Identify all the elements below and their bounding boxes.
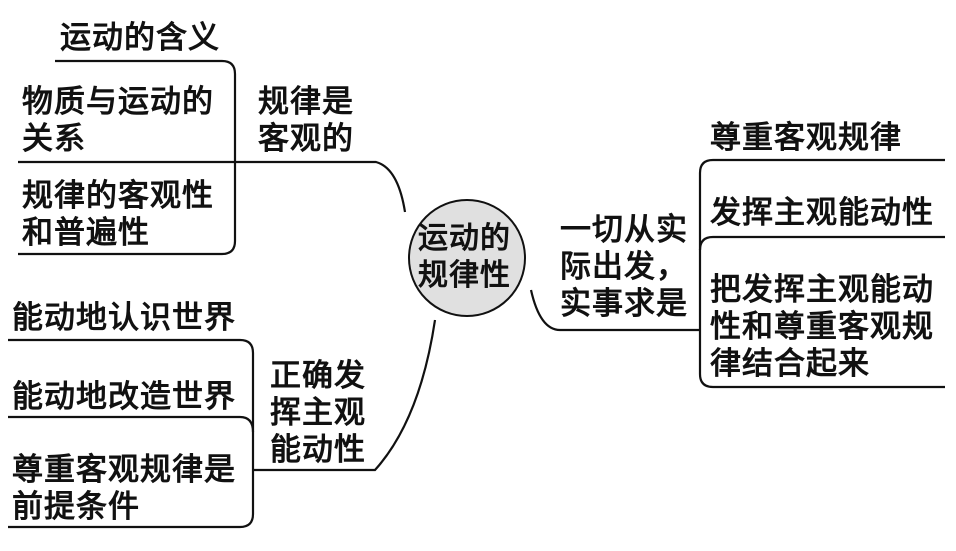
center-label: 运动的 规律性 [418,220,511,294]
item-line: 律结合起来 [710,346,870,382]
item-line: 性和尊重客观规 [710,309,934,345]
item-line: 把发挥主观能动 [710,272,934,308]
item-line: 发挥主观能动性 [710,195,934,231]
divider-initiative [8,415,255,433]
item-line: 前提条件 [12,489,140,525]
label-line: 客观的 [258,121,354,157]
label-line: 挥主观 [270,395,366,431]
item-line: 运动的含义 [60,20,220,56]
item-matter-motion: 物质与运动的 关系 [22,84,214,158]
divider-practice [698,235,945,251]
item-combine: 把发挥主观能动 性和尊重客观规 律结合起来 [710,272,934,383]
center-line: 规律性 [418,258,511,293]
label-line: 实事求是 [560,286,688,322]
item-respect-premise: 尊重客观规律是 前提条件 [12,452,236,526]
label-line: 际出发， [560,249,688,285]
bracket-initiative [8,338,255,529]
label-line: 能动性 [270,432,366,468]
label-line: 一切从实 [560,212,688,248]
item-line: 物质与运动的 [22,84,214,120]
item-respect-laws: 尊重客观规律 [710,120,902,157]
label-line: 正确发 [270,358,366,394]
item-know-world: 能动地认识世界 [12,300,236,337]
item-line: 尊重客观规律是 [12,452,236,488]
item-line: 关系 [22,121,86,157]
item-line: 能动地认识世界 [12,300,236,336]
connector-practice [529,289,700,332]
branch-label-practice: 一切从实 际出发， 实事求是 [560,212,688,323]
center-line: 运动的 [418,221,511,256]
label-line: 规律是 [258,84,354,120]
item-change-world: 能动地改造世界 [12,379,236,416]
bracket-practice [698,158,945,389]
item-line: 和普遍性 [22,215,150,251]
item-exert-initiative: 发挥主观能动性 [710,195,934,232]
bracket-objective [18,59,237,256]
item-motion-meaning: 运动的含义 [60,20,220,57]
item-line: 能动地改造世界 [12,379,236,415]
connector-objective [18,160,407,213]
connector-initiative [253,319,437,472]
item-line: 尊重客观规律 [710,120,902,156]
item-line: 规律的客观性 [22,178,214,214]
branch-label-objective: 规律是 客观的 [258,84,354,158]
item-law-objectivity: 规律的客观性 和普遍性 [22,178,214,252]
center-node [408,199,526,317]
branch-label-initiative: 正确发 挥主观 能动性 [270,358,366,469]
